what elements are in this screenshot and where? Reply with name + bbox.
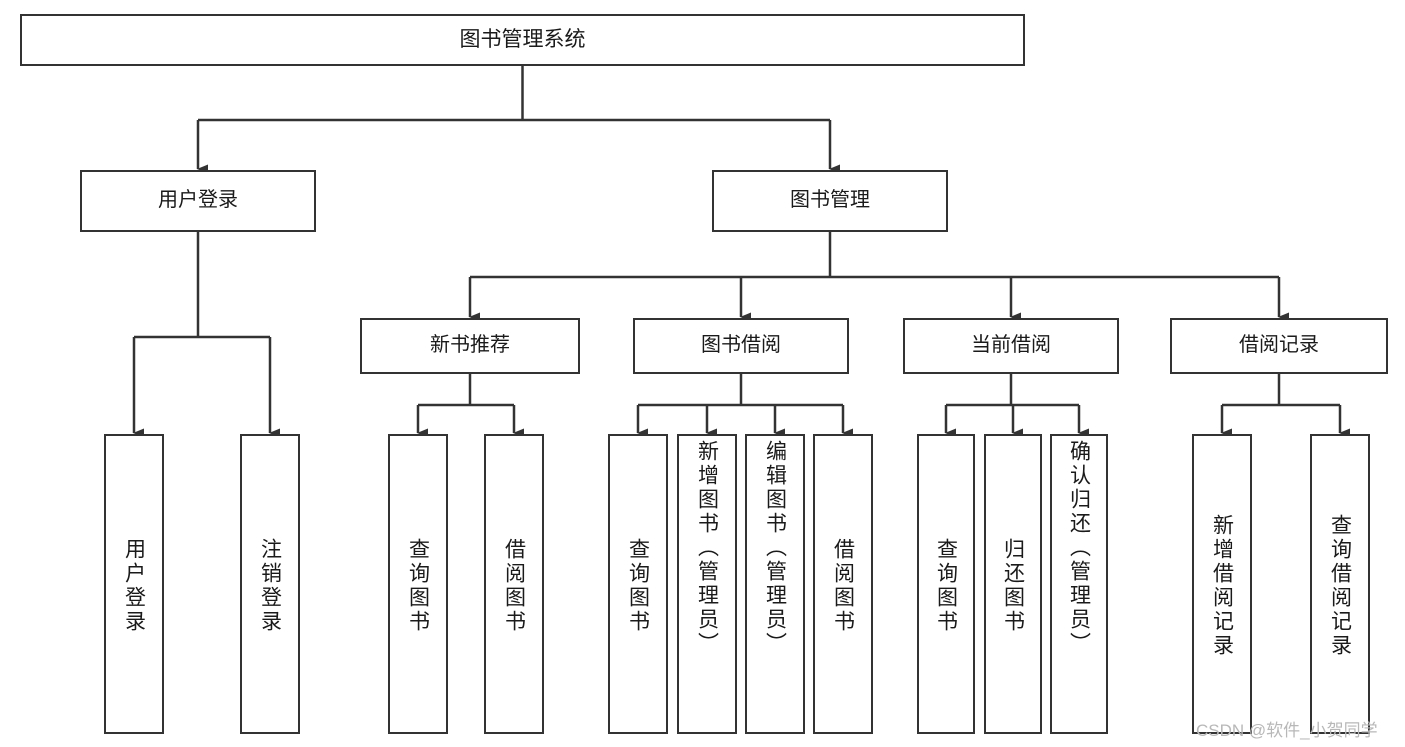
watermark-label: CSDN @软件_小贺同学 bbox=[1196, 721, 1378, 740]
node-label: 编辑图书（管理员） bbox=[763, 440, 787, 656]
node-leaf-query-book-3[interactable]: 查询图书 bbox=[917, 434, 975, 734]
node-label: 注销登录 bbox=[258, 538, 282, 634]
node-book-borrow[interactable]: 图书借阅 bbox=[633, 318, 849, 374]
node-user-login[interactable]: 用户登录 bbox=[80, 170, 316, 232]
node-label: 借阅记录 bbox=[1239, 334, 1319, 357]
node-label: 查询图书 bbox=[626, 538, 650, 634]
node-leaf-confirm-return-admin[interactable]: 确认归还（管理员） bbox=[1050, 434, 1108, 734]
node-label: 新增图书（管理员） bbox=[695, 440, 719, 656]
node-label: 查询借阅记录 bbox=[1328, 514, 1352, 658]
node-label: 当前借阅 bbox=[971, 334, 1051, 357]
node-label: 用户登录 bbox=[158, 189, 238, 212]
node-new-book-recommend[interactable]: 新书推荐 bbox=[360, 318, 580, 374]
node-leaf-query-borrow-record[interactable]: 查询借阅记录 bbox=[1310, 434, 1370, 734]
node-label: 新书推荐 bbox=[430, 334, 510, 357]
edges-group bbox=[132, 66, 1350, 438]
node-leaf-add-book-admin[interactable]: 新增图书（管理员） bbox=[677, 434, 737, 734]
node-label: 查询图书 bbox=[934, 538, 958, 634]
node-label: 归还图书 bbox=[1001, 538, 1025, 634]
node-root-book-management-system[interactable]: 图书管理系统 bbox=[20, 14, 1025, 66]
node-current-borrow[interactable]: 当前借阅 bbox=[903, 318, 1119, 374]
node-label: 图书借阅 bbox=[701, 334, 781, 357]
node-leaf-borrow-book-2[interactable]: 借阅图书 bbox=[813, 434, 873, 734]
node-borrow-record[interactable]: 借阅记录 bbox=[1170, 318, 1388, 374]
node-leaf-logout-login[interactable]: 注销登录 bbox=[240, 434, 300, 734]
node-label: 图书管理系统 bbox=[459, 27, 586, 51]
node-leaf-add-borrow-record[interactable]: 新增借阅记录 bbox=[1192, 434, 1252, 734]
node-leaf-return-book[interactable]: 归还图书 bbox=[984, 434, 1042, 734]
node-label: 查询图书 bbox=[406, 538, 430, 634]
node-leaf-user-login[interactable]: 用户登录 bbox=[104, 434, 164, 734]
node-label: 借阅图书 bbox=[831, 538, 855, 634]
node-leaf-borrow-book-1[interactable]: 借阅图书 bbox=[484, 434, 544, 734]
node-label: 借阅图书 bbox=[502, 538, 526, 634]
node-label: 用户登录 bbox=[122, 538, 146, 634]
node-label: 确认归还（管理员） bbox=[1067, 440, 1091, 656]
node-leaf-query-book-2[interactable]: 查询图书 bbox=[608, 434, 668, 734]
node-leaf-query-book-1[interactable]: 查询图书 bbox=[388, 434, 448, 734]
node-label: 新增借阅记录 bbox=[1210, 514, 1234, 658]
node-book-management[interactable]: 图书管理 bbox=[712, 170, 948, 232]
node-label: 图书管理 bbox=[790, 189, 870, 212]
node-leaf-edit-book-admin[interactable]: 编辑图书（管理员） bbox=[745, 434, 805, 734]
